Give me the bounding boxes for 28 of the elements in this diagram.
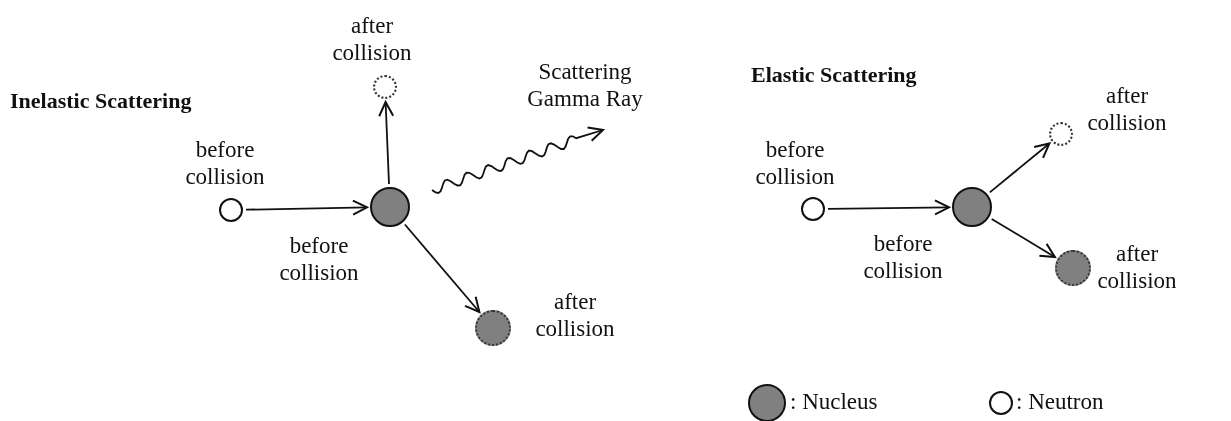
state-caption: before collision <box>754 136 836 190</box>
arrow <box>827 199 950 216</box>
legend-text: : Nucleus <box>790 388 878 416</box>
neutron-circle <box>219 198 243 222</box>
arrow <box>245 199 368 216</box>
neutron-circle <box>801 197 825 221</box>
state-caption: after collision <box>534 288 616 342</box>
panel-title: Inelastic Scattering <box>10 88 192 114</box>
state-caption: before collision <box>862 230 944 284</box>
wavy-arrow <box>431 126 604 194</box>
gamma-ray-label: Scattering Gamma Ray <box>520 58 650 128</box>
arrow <box>404 223 481 313</box>
arrow <box>990 218 1056 259</box>
nucleus-circle <box>370 187 410 227</box>
neutron-circle <box>373 75 397 99</box>
state-caption: before collision <box>278 232 360 286</box>
legend-text: : Neutron <box>1016 388 1104 416</box>
neutron-circle <box>1049 122 1073 146</box>
state-caption: after collision <box>331 12 413 66</box>
state-caption: after collision <box>1096 240 1178 294</box>
nucleus-circle <box>475 310 511 346</box>
nucleus-circle <box>1055 250 1091 286</box>
nucleus-circle <box>952 187 992 227</box>
panel-title: Elastic Scattering <box>751 62 917 88</box>
state-caption: after collision <box>1086 82 1168 136</box>
state-caption: before collision <box>184 136 266 190</box>
arrow <box>988 142 1051 194</box>
arrow <box>378 101 395 185</box>
